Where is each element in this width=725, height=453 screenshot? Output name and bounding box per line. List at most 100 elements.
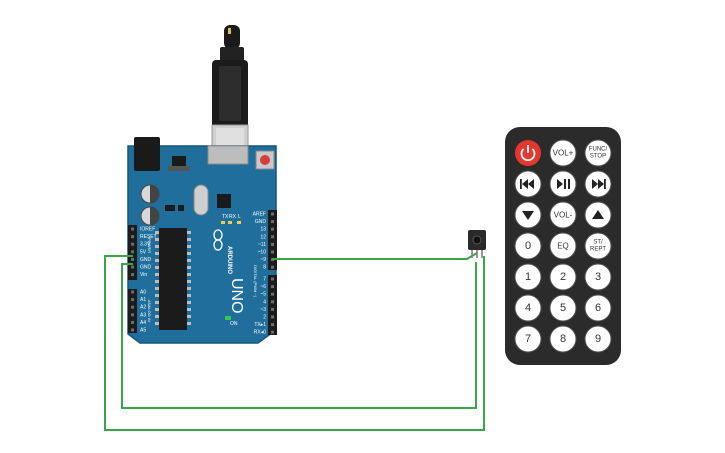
infinity-logo-icon <box>213 229 223 251</box>
digit-label: 2 <box>560 271 566 283</box>
digital-pin-label: AREF <box>253 212 266 218</box>
wire-5v[interactable] <box>104 255 485 431</box>
usb-port <box>207 145 249 165</box>
digit-button-1[interactable]: 1 <box>514 263 542 291</box>
power-pin-label: GND <box>140 257 152 263</box>
wires <box>104 252 485 431</box>
pin-holes <box>131 212 274 334</box>
digital-pin-label: TX▸1 <box>254 322 266 328</box>
vol-up-button[interactable]: VOL+ <box>549 139 577 167</box>
digit-button-4[interactable]: 4 <box>514 294 542 322</box>
power-jack <box>134 137 160 171</box>
digit-button-5[interactable]: 5 <box>549 294 577 322</box>
power-pin-label: IOREF <box>140 227 155 233</box>
digit-button-7[interactable]: 7 <box>514 325 542 353</box>
digit-button-9[interactable]: 9 <box>584 325 612 353</box>
digital-pin-label: RX◂0 <box>254 330 266 336</box>
down-arrow-icon <box>522 211 534 220</box>
digit-button-3[interactable]: 3 <box>584 263 612 291</box>
crystal <box>193 184 209 216</box>
digit-label: 9 <box>595 333 601 345</box>
skip-forward-button[interactable] <box>584 170 612 198</box>
st-rept-label: ST/REPT <box>590 240 606 253</box>
digital-pin-label: ~3 <box>260 307 266 313</box>
digital-pin-label: ~5 <box>260 292 266 298</box>
digital-pin-label: 4 <box>263 299 266 305</box>
vol-down-label: VOL- <box>554 211 573 220</box>
digital-header-upper <box>268 210 277 270</box>
analog-header-label: ANALOG IN <box>147 300 152 322</box>
arduino-logo-text: ARDUINO <box>226 246 232 274</box>
analog-pin-label: A2 <box>140 305 146 311</box>
tx-label: TX <box>222 214 229 220</box>
digital-pin-label: ~9 <box>260 257 266 263</box>
analog-pin-label: A4 <box>140 320 146 326</box>
power-button[interactable] <box>515 140 541 166</box>
voltage-regulator <box>172 156 186 166</box>
power-header-label: POWER <box>147 238 152 253</box>
skip-back-icon <box>520 179 534 189</box>
digit-button-8[interactable]: 8 <box>549 325 577 353</box>
digital-pin-label: 13 <box>260 227 266 233</box>
arduino-uno-board[interactable]: ON TX RX L ARDUINO UNO POWER ANALOG IN D… <box>127 137 277 344</box>
digital-header-lower <box>268 275 277 335</box>
digital-pin-label: GND <box>255 219 267 225</box>
digital-pin-label: ~10 <box>258 250 267 256</box>
zero-label: 0 <box>525 240 531 252</box>
digital-pin-label: 12 <box>260 234 266 240</box>
eq-label: EQ <box>557 242 569 251</box>
up-button[interactable] <box>584 201 612 229</box>
digit-button-6[interactable]: 6 <box>584 294 612 322</box>
digital-header-label: DIGITAL (PWM ~) <box>253 265 258 298</box>
vol-down-button[interactable]: VOL- <box>549 201 577 229</box>
skip-forward-icon <box>592 179 606 189</box>
on-led <box>225 316 231 320</box>
digit-button-2[interactable]: 2 <box>549 263 577 291</box>
st-rept-button[interactable]: ST/REPT <box>584 232 612 260</box>
up-arrow-icon <box>592 210 604 219</box>
eq-button[interactable]: EQ <box>549 232 577 260</box>
zero-button[interactable]: 0 <box>514 232 542 260</box>
digit-label: 6 <box>595 302 601 314</box>
digital-pin-label: ~6 <box>260 284 266 290</box>
analog-pin-label: A5 <box>140 328 146 334</box>
digit-keypad: 1 2 3 4 5 6 7 8 9 <box>514 263 612 353</box>
digital-pin-label: 7 <box>263 277 266 283</box>
power-pin-label: 5V <box>140 249 147 255</box>
rx-label: RX <box>229 214 237 220</box>
digit-label: 8 <box>560 333 566 345</box>
power-pin-label: RESET <box>140 234 157 240</box>
chip-legs <box>155 231 191 325</box>
usb-chip <box>217 194 231 208</box>
model-text: UNO <box>228 278 245 314</box>
on-label: ON <box>230 321 238 327</box>
ir-receiver-icon[interactable] <box>468 230 486 258</box>
wire-signal-pin9[interactable] <box>272 252 478 260</box>
down-button[interactable] <box>514 201 542 229</box>
wire-gnd[interactable] <box>121 262 477 409</box>
power-icon <box>520 145 536 162</box>
l-label: L <box>238 214 241 220</box>
vol-up-label: VOL+ <box>553 149 574 158</box>
digit-label: 5 <box>560 302 566 314</box>
analog-pin-label: A1 <box>140 297 146 303</box>
power-pin-label: 3.3V <box>140 242 151 248</box>
play-pause-button[interactable] <box>549 170 577 198</box>
skip-back-button[interactable] <box>514 170 542 198</box>
analog-pin-label: A3 <box>140 312 146 318</box>
func-stop-button[interactable]: FUNC/STOP <box>584 139 612 167</box>
digit-label: 7 <box>525 333 531 345</box>
digital-pin-label: ~11 <box>258 242 266 248</box>
play-pause-icon <box>557 179 570 189</box>
func-stop-label: FUNC/STOP <box>589 147 608 160</box>
digit-label: 1 <box>525 271 531 283</box>
digit-label: 4 <box>525 302 531 314</box>
digital-pin-label: 2 <box>263 315 266 321</box>
analog-pin-label: A0 <box>140 290 146 296</box>
power-pin-label: Vin <box>140 272 147 278</box>
ir-remote[interactable]: VOL+ FUNC/STOP <box>505 127 621 365</box>
analog-header <box>128 289 137 333</box>
digital-pin-label: 8 <box>263 265 266 271</box>
